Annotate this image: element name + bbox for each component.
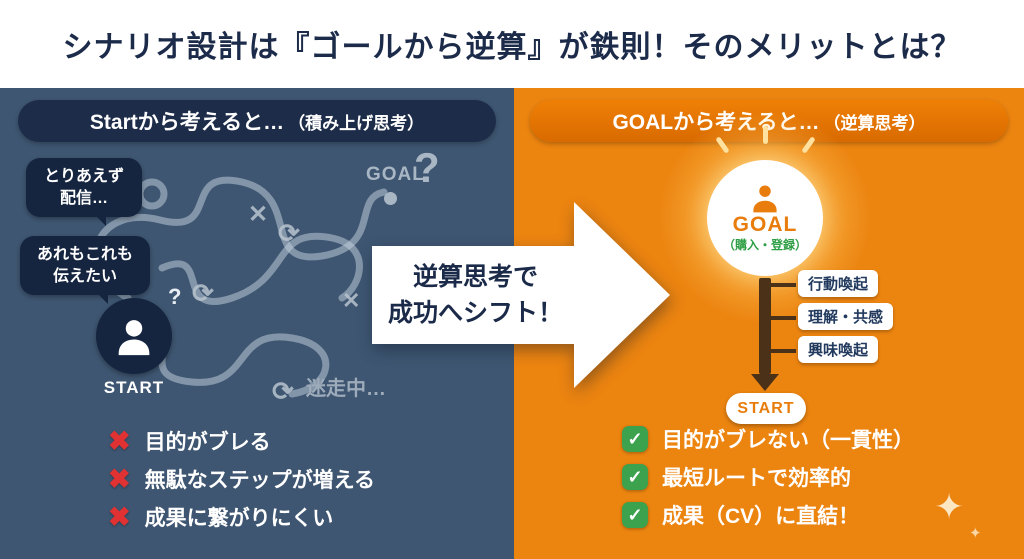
pro-text: 目的がブレない（一貫性）: [662, 429, 914, 452]
goal-sub-label: （購入・登録）: [722, 238, 807, 253]
speech-bubble-everything: あれもこれも 伝えたい: [20, 236, 150, 305]
goal-dot: [384, 192, 397, 205]
con-text: 成果に繋がりにくい: [144, 507, 334, 530]
cross-icon: ✖: [108, 425, 131, 456]
step-tick: [769, 349, 796, 353]
step-tick: [769, 283, 796, 287]
backward-arrow-head: [751, 374, 779, 391]
con-item: ✖ 無駄なステップが増える: [108, 464, 375, 494]
page-title: シナリオ設計は『ゴールから逆算』が鉄則！そのメリットとは？: [62, 31, 962, 64]
right-panel-header: GOALから考えると… （逆算思考）: [530, 100, 1008, 142]
check-icon: ✓: [622, 502, 648, 528]
right-header-sub: （逆算思考）: [823, 113, 926, 133]
goal-label-left: GOAL: [366, 164, 425, 185]
left-panel-header: Startから考えると… （積み上げ思考）: [18, 100, 496, 142]
pro-item: ✓ 最短ルートで効率的: [622, 462, 851, 492]
goal-label-right: GOAL: [732, 212, 798, 236]
tangle-x-icon: ✕: [248, 201, 269, 228]
con-text: 目的がブレる: [144, 431, 271, 454]
speech-bubble-broadcast: とりあえず 配信…: [26, 158, 142, 227]
bubble-line: 配信…: [59, 189, 108, 207]
loop-arrow-icon: ⟳: [272, 376, 294, 406]
con-item: ✖ 目的がブレる: [108, 426, 271, 456]
shift-arrow-line2: 成功へシフト！: [387, 299, 563, 328]
pro-item: ✓ 成果（CV）に直結！: [622, 500, 859, 530]
cross-icon: ✖: [108, 463, 131, 494]
check-icon: ✓: [622, 426, 648, 452]
step-understanding: 理解・共感: [798, 303, 894, 330]
con-text: 無駄なステップが増える: [144, 469, 375, 492]
shift-arrow-line1: 逆算思考で: [412, 263, 538, 291]
start-label-right: START: [726, 393, 806, 424]
con-item: ✖ 成果に繋がりにくい: [108, 502, 333, 532]
shift-arrow-text: 逆算思考で 成功へシフト！: [368, 259, 583, 332]
step-interest: 興味喚起: [798, 336, 879, 363]
goal-question-mark: ?: [414, 144, 440, 191]
lost-label: 迷走中…: [306, 378, 386, 400]
goal-circle: GOAL （購入・登録）: [707, 160, 823, 276]
step-tick: [769, 316, 796, 320]
step-call-to-action: 行動喚起: [798, 270, 879, 297]
businessperson-icon: [753, 185, 777, 213]
cross-icon: ✖: [108, 501, 131, 532]
ray-icon: [763, 126, 768, 144]
left-header-sub: （積み上げ思考）: [288, 113, 425, 133]
sparkle-icon: ✦: [934, 486, 965, 527]
pro-text: 最短ルートで効率的: [662, 467, 851, 490]
shift-arrow-head: [574, 202, 670, 388]
person-question-mark: ?: [168, 284, 182, 309]
header-band: シナリオ設計は『ゴールから逆算』が鉄則！そのメリットとは？: [0, 0, 1024, 88]
panel-goal-thinking: GOALから考えると… （逆算思考） GOAL （購入・登録） 行動喚起 理解・…: [514, 88, 1024, 559]
sparkle-icon: ✦: [969, 525, 982, 542]
pro-text: 成果（CV）に直結！: [662, 505, 860, 528]
loop-arrow-icon: ⟳: [278, 218, 300, 248]
pro-item: ✓ 目的がブレない（一貫性）: [622, 424, 914, 454]
tangle-x-icon: ✕: [342, 288, 361, 313]
loop-arrow-icon: ⟳: [192, 278, 214, 308]
bubble-line: 伝えたい: [52, 267, 117, 285]
left-header-main: Startから考えると…: [89, 111, 285, 134]
start-label-left: START: [103, 378, 165, 397]
check-icon: ✓: [622, 464, 648, 490]
bubble-line: あれもこれも: [36, 246, 133, 263]
backward-arrow-line: [759, 278, 771, 374]
bubble-line: とりあえず: [43, 168, 124, 185]
shift-arrow-body: [372, 246, 575, 344]
confused-person-icon: [96, 298, 172, 374]
